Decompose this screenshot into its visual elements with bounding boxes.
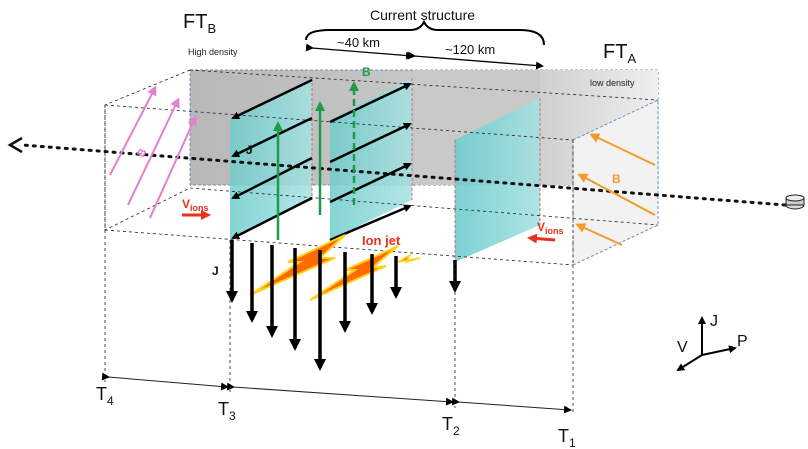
pink-field-lines xyxy=(109,85,197,219)
b-left-label: B xyxy=(135,147,149,160)
time-intervals xyxy=(101,372,572,414)
time-guides xyxy=(104,230,574,415)
t4-label: T4 xyxy=(96,384,114,408)
green-field-arrows xyxy=(273,81,359,240)
b-right-label: B xyxy=(612,172,621,186)
axis-v-label: V xyxy=(677,339,688,356)
t1-label: T1 xyxy=(558,426,576,449)
axis-p-label: P xyxy=(737,333,748,350)
width-40-label: ~40 km xyxy=(337,35,380,50)
t3-label: T3 xyxy=(218,399,236,423)
spacecraft-trajectory xyxy=(7,136,787,207)
axis-j-label: J xyxy=(710,313,718,330)
t2-label: T2 xyxy=(442,414,460,438)
down-j-arrows xyxy=(226,240,461,371)
j-top-label: J xyxy=(246,143,253,157)
width-120-label: ~120 km xyxy=(445,42,495,57)
ft-a-density: low density xyxy=(590,78,635,88)
j-current-arrows xyxy=(231,78,412,242)
ft-b-label: FTB xyxy=(183,11,216,36)
axis-triad xyxy=(676,316,737,372)
v-ions-right-label: Vions xyxy=(537,220,564,236)
current-sheets xyxy=(230,78,541,262)
ft-b-density: High density xyxy=(188,47,238,57)
ft-a-label: FTA xyxy=(603,41,636,66)
orange-field-lines xyxy=(575,133,656,246)
current-structure-brace xyxy=(305,19,545,70)
text-labels: FTB High density FTA low density Current… xyxy=(96,7,748,449)
j-bottom-label: J xyxy=(212,264,219,278)
b-center-label: B xyxy=(362,65,371,79)
ion-jet-label: Ion jet xyxy=(362,233,401,248)
spacecraft-icon xyxy=(785,194,805,210)
box-edges xyxy=(104,69,659,266)
v-ions-arrows xyxy=(182,210,556,244)
v-ions-left-label: Vions xyxy=(182,197,209,213)
current-structure-label: Current structure xyxy=(370,7,475,23)
